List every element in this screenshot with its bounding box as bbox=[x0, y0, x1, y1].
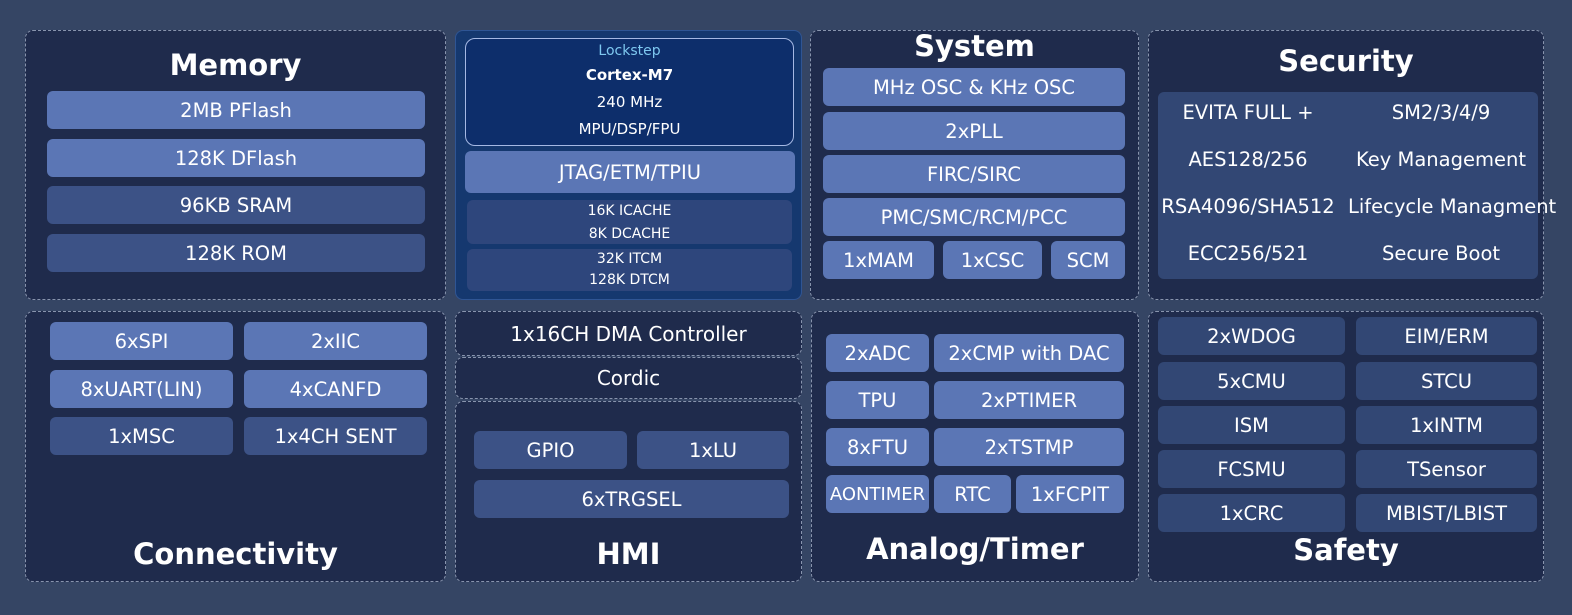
hmi-panel: GPIO 1xLU 6xTRGSEL HMI bbox=[455, 401, 802, 582]
analog-fcpit: 1xFCPIT bbox=[1016, 475, 1124, 513]
system-pll: 2xPLL bbox=[823, 112, 1125, 150]
memory-pflash: 2MB PFlash bbox=[47, 91, 425, 129]
lockstep-label: Lockstep bbox=[598, 43, 661, 59]
analog-tpu: TPU bbox=[826, 381, 929, 419]
cordic-panel: Cordic bbox=[455, 357, 802, 399]
safety-panel: 2xWDOG EIM/ERM 5xCMU STCU ISM 1xINTM FCS… bbox=[1148, 311, 1544, 582]
conn-msc: 1xMSC bbox=[50, 417, 233, 455]
safety-tsensor: TSensor bbox=[1356, 450, 1537, 488]
analog-timer-title: Analog/Timer bbox=[866, 532, 1084, 566]
conn-uart: 8xUART(LIN) bbox=[50, 370, 233, 408]
analog-adc: 2xADC bbox=[826, 334, 929, 372]
system-pmc: PMC/SMC/RCM/PCC bbox=[823, 198, 1125, 236]
cpu-label: Cortex-M7 bbox=[585, 66, 674, 84]
connectivity-panel: 6xSPI 2xIIC 8xUART(LIN) 4xCANFD 1xMSC 1x… bbox=[25, 311, 446, 582]
debug-block: JTAG/ETM/TPIU bbox=[465, 151, 795, 193]
cordic-label: Cordic bbox=[596, 366, 661, 390]
security-panel: Security EVITA FULL + SM2/3/4/9 AES128/2… bbox=[1148, 30, 1557, 300]
conn-sent: 1x4CH SENT bbox=[244, 417, 427, 455]
icache-label: 16K ICACHE bbox=[587, 203, 672, 219]
itcm-label: 32K ITCM bbox=[596, 251, 663, 267]
system-firc: FIRC/SIRC bbox=[823, 155, 1125, 193]
hmi-lu: 1xLU bbox=[637, 431, 789, 469]
conn-canfd: 4xCANFD bbox=[244, 370, 427, 408]
security-secure-boot: Secure Boot bbox=[1381, 242, 1501, 265]
dma-label: 1x16CH DMA Controller bbox=[510, 321, 747, 346]
analog-tstmp: 2xTSTMP bbox=[934, 428, 1124, 466]
dcache-label: 8K DCACHE bbox=[588, 226, 671, 242]
system-osc: MHz OSC & KHz OSC bbox=[823, 68, 1125, 106]
safety-stcu: STCU bbox=[1356, 362, 1537, 400]
memory-sram: 96KB SRAM bbox=[47, 186, 425, 224]
safety-fcsmu: FCSMU bbox=[1158, 450, 1345, 488]
tcm-block: 32K ITCM 128K DTCM bbox=[467, 249, 792, 291]
security-sm: SM2/3/4/9 bbox=[1391, 101, 1491, 124]
system-title: System bbox=[914, 29, 1035, 63]
system-mam: 1xMAM bbox=[823, 241, 934, 279]
cortex-m7-core: Lockstep Cortex-M7 240 MHz MPU/DSP/FPU bbox=[465, 38, 794, 146]
analog-timer-panel: 2xADC 2xCMP with DAC TPU 2xPTIMER 8xFTU … bbox=[811, 311, 1139, 582]
security-title: Security bbox=[1278, 44, 1414, 78]
hmi-gpio: GPIO bbox=[474, 431, 627, 469]
security-feature-grid: EVITA FULL + SM2/3/4/9 AES128/256 Key Ma… bbox=[1158, 92, 1557, 279]
system-scm: SCM bbox=[1051, 241, 1125, 279]
core-panel: Lockstep Cortex-M7 240 MHz MPU/DSP/FPU J… bbox=[455, 30, 802, 300]
memory-rom: 128K ROM bbox=[47, 234, 425, 272]
analog-ptimer: 2xPTIMER bbox=[934, 381, 1124, 419]
safety-mbist: MBIST/LBIST bbox=[1356, 494, 1537, 532]
security-key-management: Key Management bbox=[1355, 148, 1526, 171]
safety-crc: 1xCRC bbox=[1158, 494, 1345, 532]
cpu-features: MPU/DSP/FPU bbox=[578, 120, 681, 138]
security-aes: AES128/256 bbox=[1188, 148, 1308, 171]
safety-intm: 1xINTM bbox=[1356, 406, 1537, 444]
analog-cmp: 2xCMP with DAC bbox=[934, 334, 1124, 372]
security-lifecycle: Lifecycle Managment bbox=[1348, 195, 1557, 218]
security-rsa: RSA4096/SHA512 bbox=[1161, 195, 1335, 218]
security-ecc: ECC256/521 bbox=[1187, 242, 1309, 265]
memory-panel: Memory 2MB PFlash 128K DFlash 96KB SRAM … bbox=[25, 30, 446, 300]
system-csc: 1xCSC bbox=[943, 241, 1042, 279]
safety-ism: ISM bbox=[1158, 406, 1345, 444]
hmi-title: HMI bbox=[596, 537, 661, 571]
cache-block: 16K ICACHE 8K DCACHE bbox=[467, 200, 792, 244]
cpu-frequency: 240 MHz bbox=[596, 93, 663, 111]
safety-title: Safety bbox=[1293, 533, 1399, 567]
security-evita: EVITA FULL + bbox=[1182, 101, 1314, 124]
memory-dflash: 128K DFlash bbox=[47, 139, 425, 177]
safety-cmu: 5xCMU bbox=[1158, 362, 1345, 400]
system-panel: System MHz OSC & KHz OSC 2xPLL FIRC/SIRC… bbox=[810, 29, 1139, 300]
conn-iic: 2xIIC bbox=[244, 322, 427, 360]
analog-aontimer: AONTIMER bbox=[826, 475, 929, 513]
hmi-trgsel: 6xTRGSEL bbox=[474, 480, 789, 518]
analog-rtc: RTC bbox=[934, 475, 1011, 513]
conn-spi: 6xSPI bbox=[50, 322, 233, 360]
safety-eim: EIM/ERM bbox=[1356, 317, 1537, 355]
dma-panel: 1x16CH DMA Controller bbox=[455, 311, 802, 356]
safety-wdog: 2xWDOG bbox=[1158, 317, 1345, 355]
connectivity-title: Connectivity bbox=[133, 537, 338, 571]
analog-ftu: 8xFTU bbox=[826, 428, 929, 466]
memory-title: Memory bbox=[169, 48, 302, 82]
dtcm-label: 128K DTCM bbox=[589, 272, 670, 288]
